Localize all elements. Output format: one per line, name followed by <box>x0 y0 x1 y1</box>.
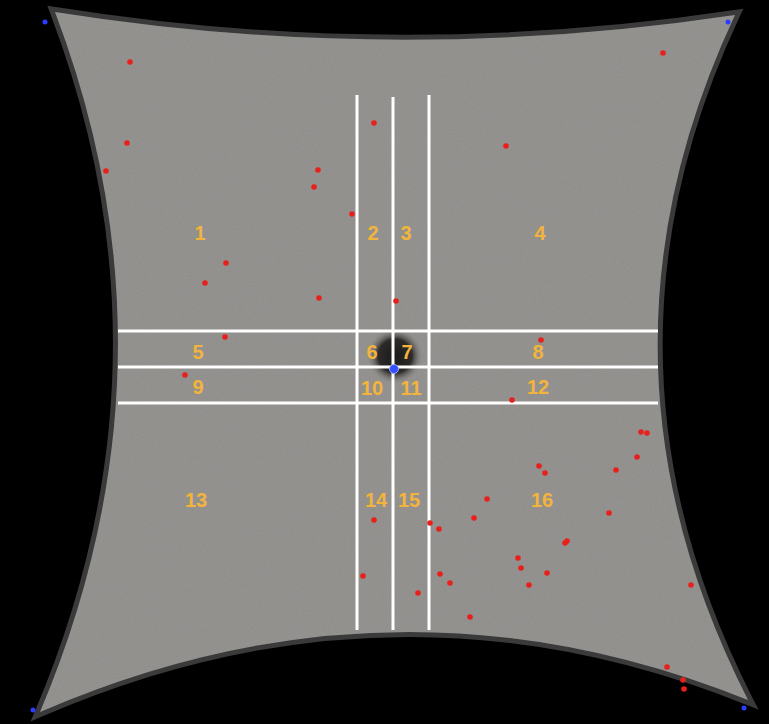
fabric-sheet <box>40 12 748 712</box>
region-number: 16 <box>531 490 553 510</box>
region-number: 1 <box>194 223 205 243</box>
region-number: 10 <box>361 378 383 398</box>
red-dot <box>371 517 377 523</box>
region-number: 12 <box>527 377 549 397</box>
region-number: 9 <box>192 377 203 397</box>
red-dot <box>371 120 377 126</box>
red-dot <box>503 143 509 149</box>
red-dot <box>644 430 650 436</box>
blue-dots <box>31 20 747 713</box>
red-dot <box>311 184 317 190</box>
red-dot <box>127 59 133 65</box>
red-dot <box>638 429 644 435</box>
region-number: 6 <box>366 342 377 362</box>
red-dot <box>223 260 229 266</box>
region-number: 11 <box>400 378 421 398</box>
red-dot <box>222 334 228 340</box>
region-number: 5 <box>192 342 203 362</box>
red-dot <box>315 167 321 173</box>
red-dot <box>542 470 548 476</box>
red-dot <box>124 140 130 146</box>
center-hole <box>367 328 423 384</box>
region-number: 2 <box>367 223 378 243</box>
red-dot <box>606 510 612 516</box>
red-dot <box>103 168 109 174</box>
red-dot <box>526 582 532 588</box>
region-number: 3 <box>400 223 411 243</box>
red-dot <box>688 582 694 588</box>
red-dot <box>316 295 322 301</box>
red-dot <box>660 50 666 56</box>
red-dots <box>103 50 694 692</box>
red-dot <box>471 515 477 521</box>
red-dot <box>467 614 473 620</box>
red-dot <box>202 280 208 286</box>
region-number: 13 <box>185 490 207 510</box>
fabric-rim <box>40 12 748 712</box>
red-dot <box>562 540 568 546</box>
red-dot <box>536 463 542 469</box>
red-dot <box>182 372 188 378</box>
region-number: 7 <box>401 342 412 362</box>
red-dot <box>393 298 399 304</box>
red-dot <box>515 555 521 561</box>
red-dot <box>518 565 524 571</box>
grid-lines <box>118 95 658 630</box>
red-dot <box>360 573 366 579</box>
red-dot <box>349 211 355 217</box>
red-dot <box>484 496 490 502</box>
region-number: 4 <box>534 223 545 243</box>
red-dot <box>427 520 433 526</box>
red-dot <box>544 570 550 576</box>
red-dot <box>664 664 670 670</box>
red-dot <box>447 580 453 586</box>
red-dot <box>634 454 640 460</box>
region-number: 8 <box>532 342 543 362</box>
red-dot <box>509 397 515 403</box>
red-dot <box>681 686 687 692</box>
red-dot <box>415 590 421 596</box>
region-number: 14 <box>365 490 387 510</box>
red-dot <box>613 467 619 473</box>
red-dot <box>436 526 442 532</box>
region-number: 15 <box>398 490 420 510</box>
red-dot <box>680 677 686 683</box>
red-dot <box>437 571 443 577</box>
